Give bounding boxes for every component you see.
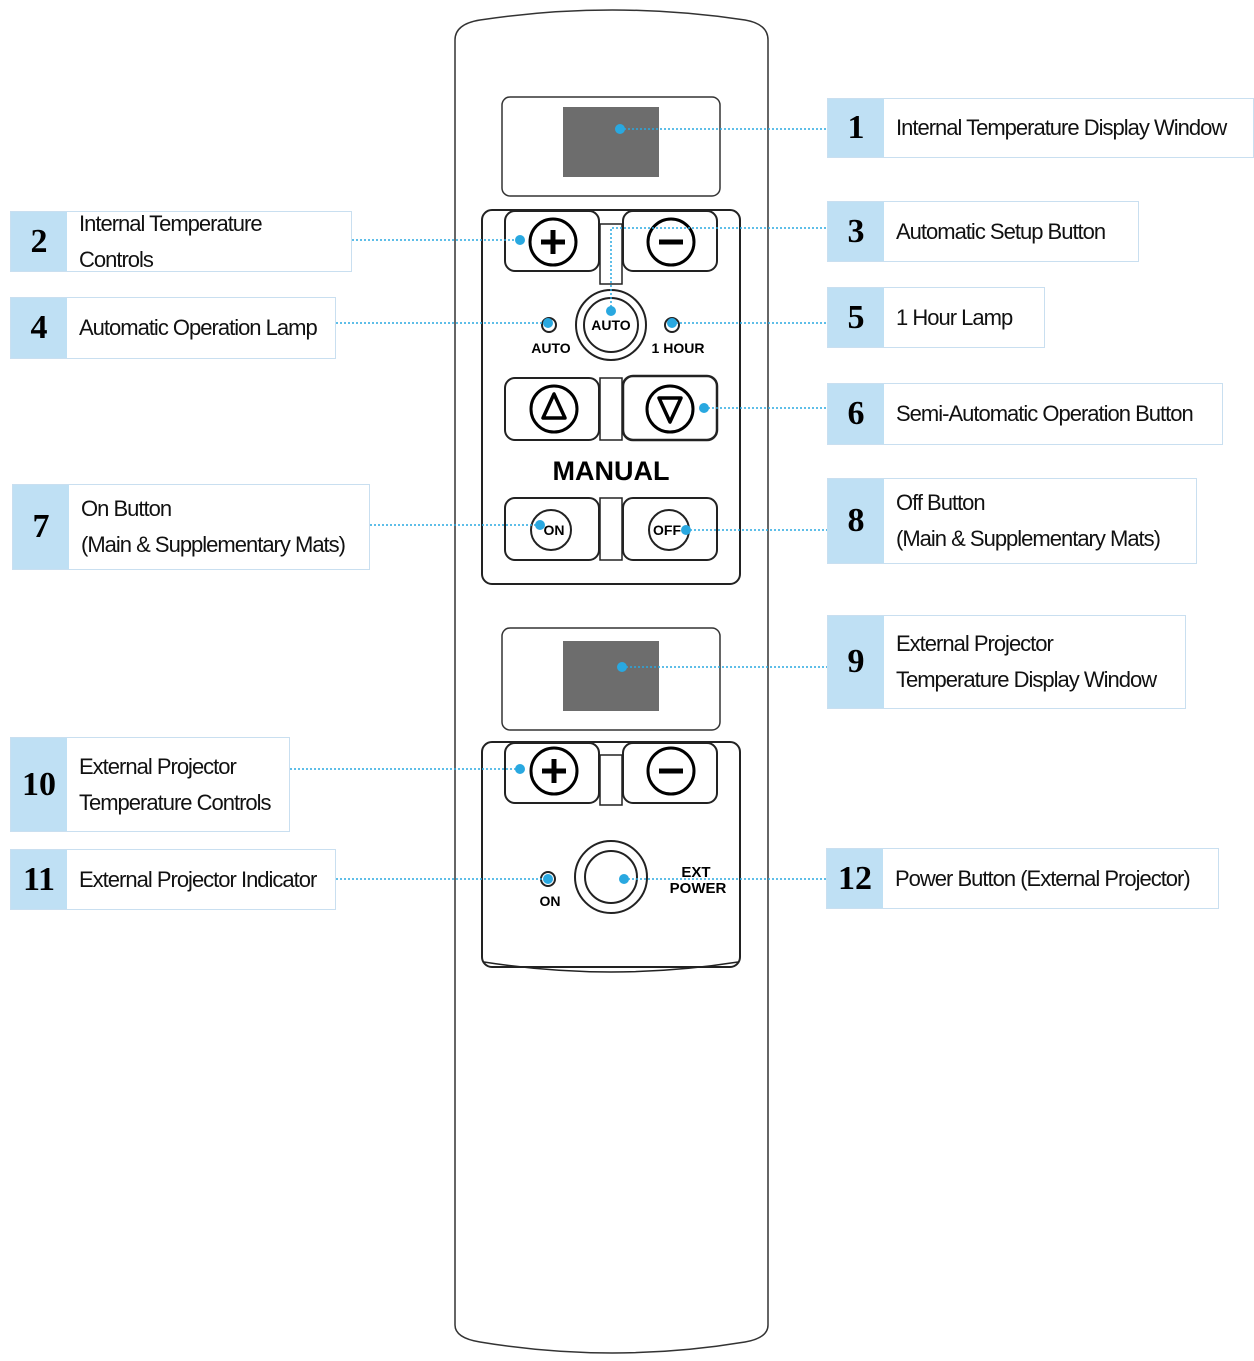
ext-power-label: EXT POWER <box>670 864 727 897</box>
callout-label: External Projector Temperature Controls <box>79 753 272 815</box>
triangle-down-icon <box>645 384 695 434</box>
callout-7: 7 On Button (Main & Supplementary Mats) <box>12 484 370 570</box>
callout-number: 5 <box>828 288 884 347</box>
panel-bottom-curve <box>483 961 739 973</box>
center-strip-lower <box>599 497 623 561</box>
callout-label: On Button (Main & Supplementary Mats) <box>81 496 346 557</box>
callout-4: 4 Automatic Operation Lamp <box>10 297 336 359</box>
callout-label: Off Button (Main & Supplementary Mats) <box>896 490 1161 551</box>
leader-dots <box>515 124 709 884</box>
callout-9: 9 External Projector Temperature Display… <box>827 615 1186 709</box>
on-button-ring <box>530 509 572 551</box>
callout-number: 1 <box>828 99 884 157</box>
internal-display-screen <box>563 107 659 177</box>
callout-number: 2 <box>11 212 67 271</box>
off-button-label: OFF <box>653 522 681 538</box>
auto-lamp-label: AUTO <box>531 340 571 356</box>
callout-number: 6 <box>828 384 884 444</box>
callout-8: 8 Off Button (Main & Supplementary Mats) <box>827 478 1197 564</box>
callout-label: Automatic Operation Lamp <box>79 315 318 340</box>
triangle-up-icon <box>529 384 579 434</box>
callout-number: 10 <box>11 738 67 831</box>
external-on-lamp-label: ON <box>540 893 561 909</box>
callout-6: 6 Semi-Automatic Operation Button <box>827 383 1223 445</box>
callout-3: 3 Automatic Setup Button <box>827 201 1139 262</box>
callout-label: Automatic Setup Button <box>896 218 1106 244</box>
callout-label: 1 Hour Lamp <box>896 304 1013 330</box>
external-display-screen <box>563 641 659 711</box>
callout-10: 10 External Projector Temperature Contro… <box>10 737 290 832</box>
callout-number: 7 <box>13 485 69 569</box>
callout-number: 12 <box>827 849 883 908</box>
callout-12: 12 Power Button (External Projector) <box>826 848 1219 909</box>
callout-number: 9 <box>828 616 884 708</box>
center-strip <box>599 377 623 441</box>
callout-label: External Projector Temperature Display W… <box>896 631 1157 692</box>
manual-label: MANUAL <box>553 456 670 486</box>
callout-2: 2 Internal Temperature Controls <box>10 211 352 272</box>
triangle-up-glyph <box>541 392 567 420</box>
ext-divider-strip <box>599 754 623 806</box>
callout-label: External Projector Indicator <box>79 866 317 892</box>
triangle-down-glyph <box>657 396 683 424</box>
callout-5: 5 1 Hour Lamp <box>827 287 1045 348</box>
plus-icon-ext-glyph <box>542 759 566 783</box>
auto-setup-button-label: AUTO <box>591 317 631 333</box>
callout-number: 3 <box>828 202 884 261</box>
callout-11: 11 External Projector Indicator <box>10 849 336 910</box>
callout-label: Internal Temperature Display Window <box>896 115 1227 140</box>
plus-icon-glyph <box>541 230 565 254</box>
callout-label: Semi-Automatic Operation Button <box>896 401 1194 426</box>
callout-number: 4 <box>11 298 67 358</box>
callout-number: 11 <box>11 850 67 909</box>
one-hour-lamp-label: 1 HOUR <box>652 340 705 356</box>
external-power-button-inner <box>584 850 638 904</box>
leader-lines <box>290 128 828 880</box>
callout-label: Power Button (External Projector) <box>895 865 1191 891</box>
callout-label: Internal Temperature Controls <box>79 210 263 272</box>
callout-1: 1 Internal Temperature Display Window <box>827 98 1254 158</box>
on-button-label: ON <box>544 522 565 538</box>
callout-number: 8 <box>828 479 884 563</box>
